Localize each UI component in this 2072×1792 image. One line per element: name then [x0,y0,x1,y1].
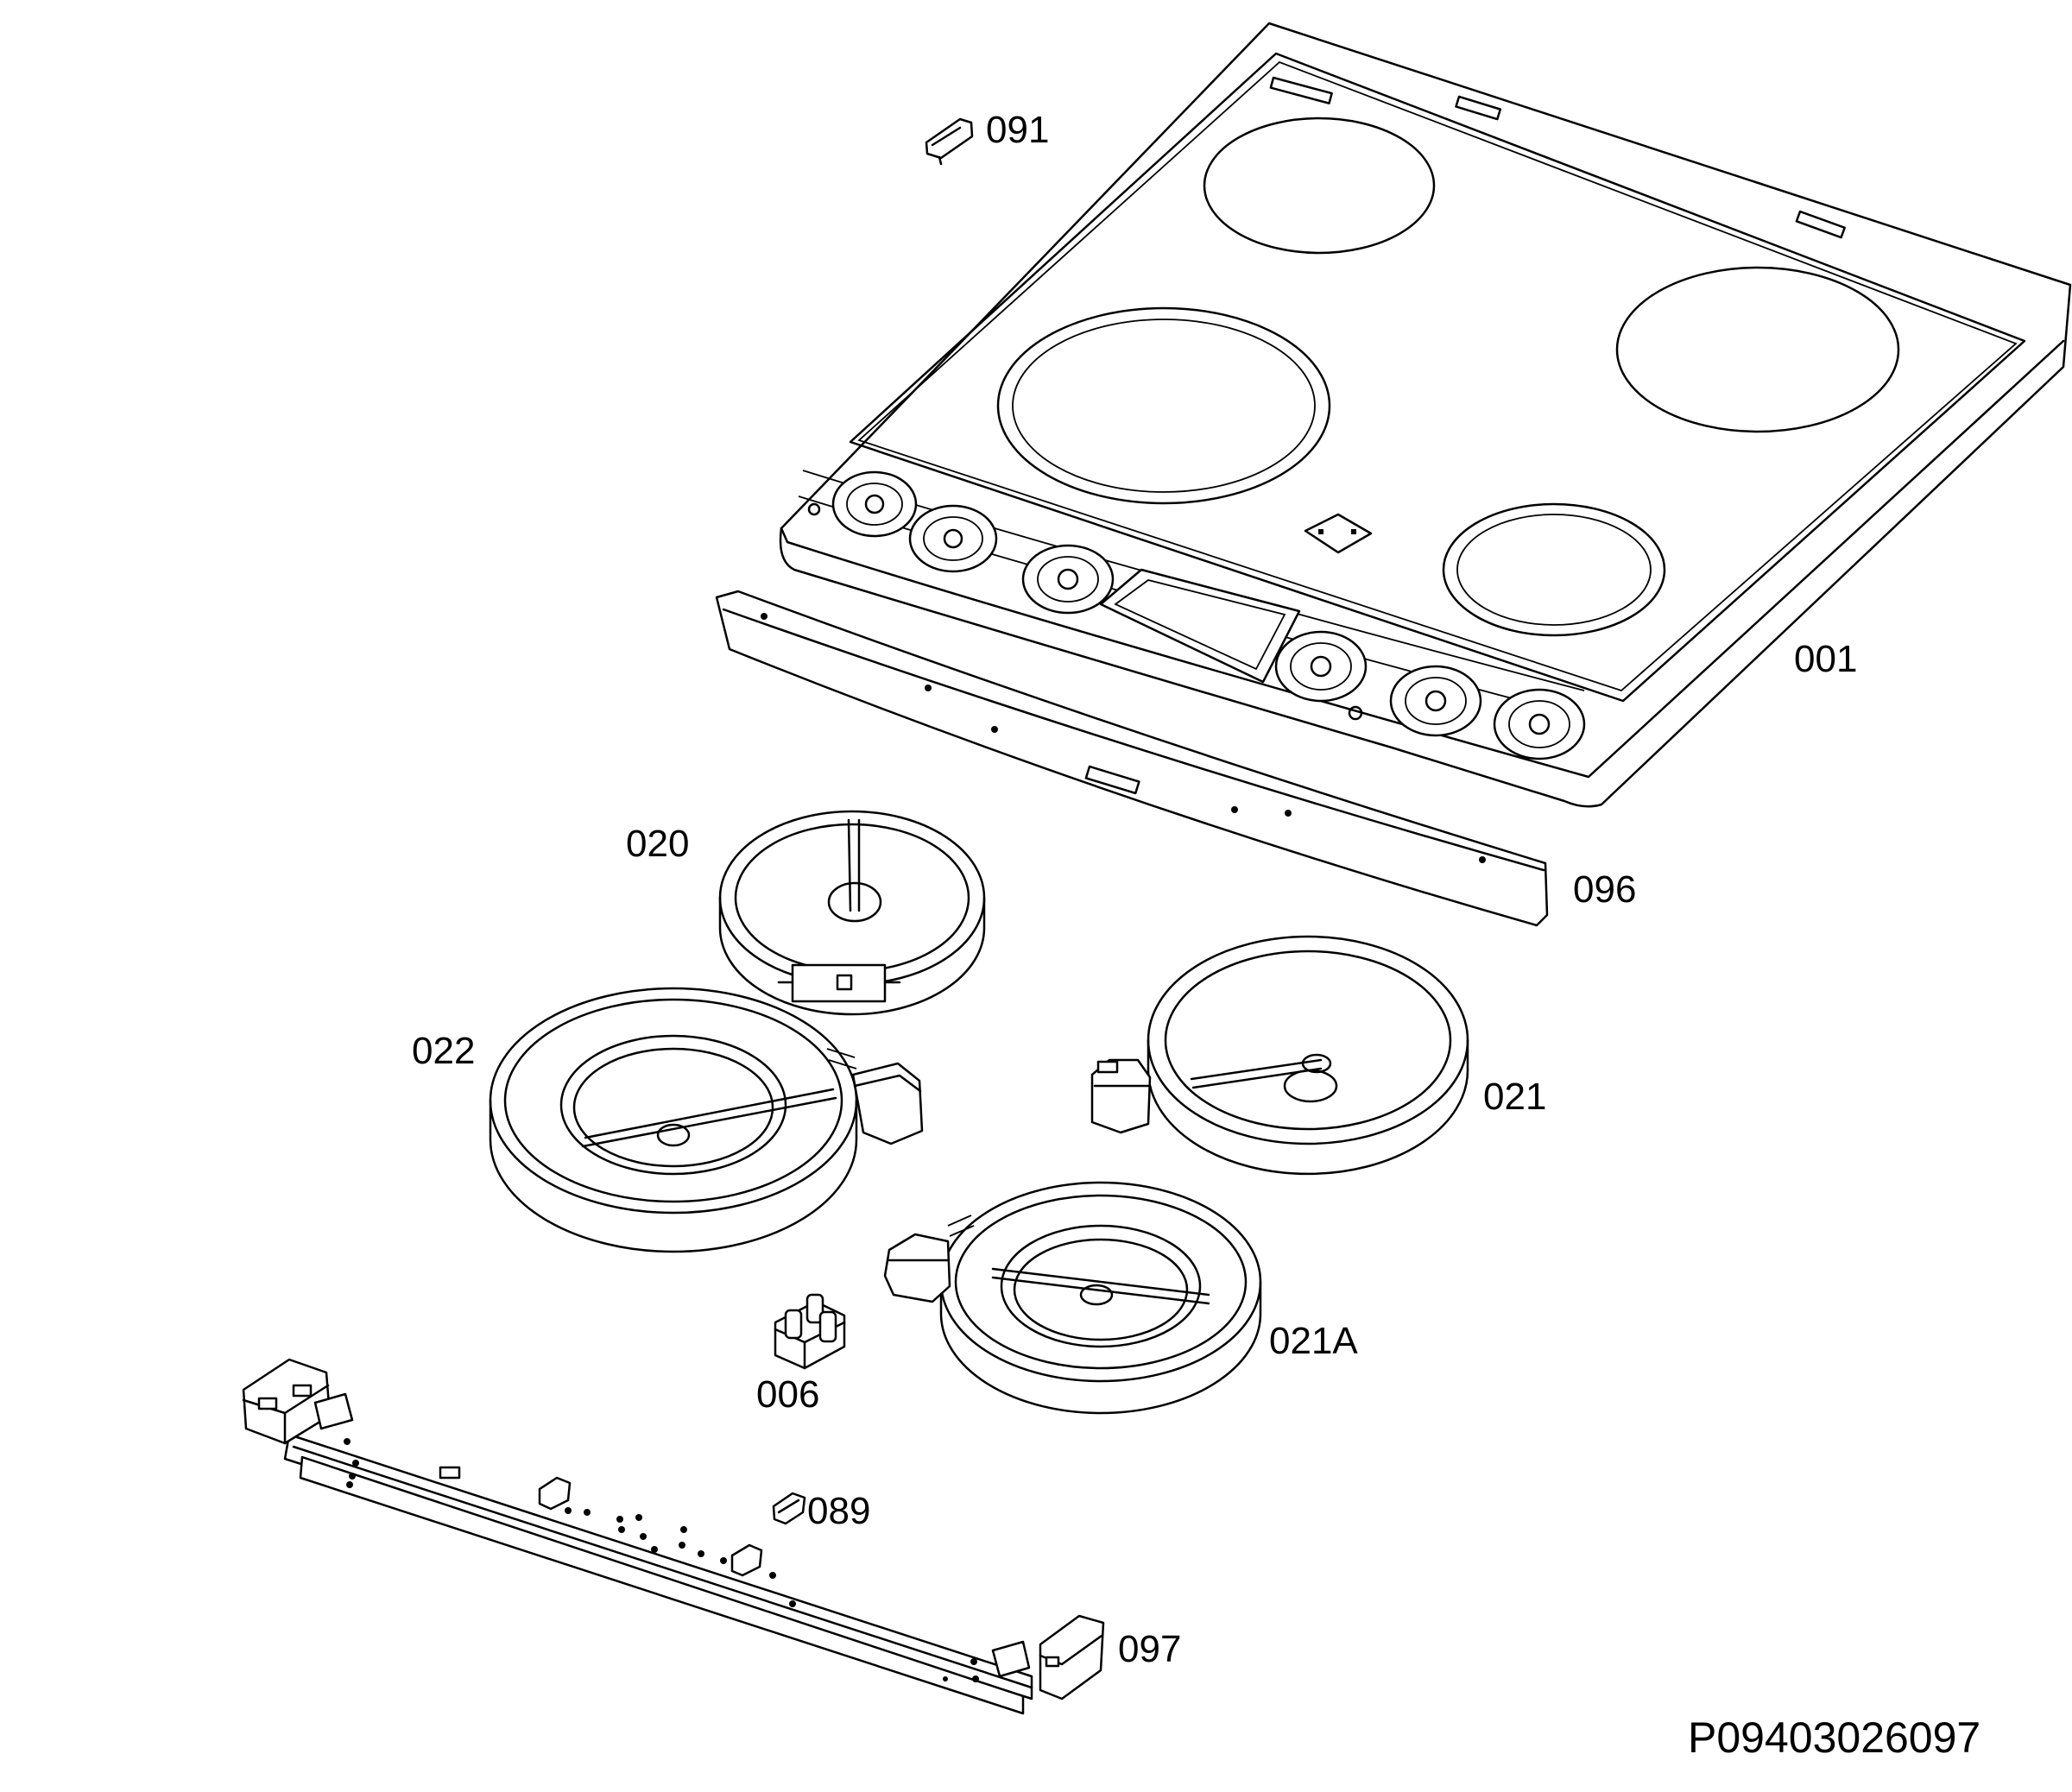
label-096: 096 [1573,868,1636,911]
knob-3 [1021,544,1115,615]
clip-089[interactable] [772,1492,806,1525]
knob-5 [1389,665,1482,737]
label-020: 020 [626,823,689,865]
hob-top-001[interactable] [779,22,2072,808]
knob-1 [831,470,918,538]
terminal-block-006[interactable] [774,1293,846,1370]
label-006: 006 [756,1373,819,1416]
label-001: 001 [1794,638,1857,680]
heating-element-020[interactable] [718,810,986,1016]
clip-091[interactable] [925,117,974,166]
knob-6 [1493,688,1586,760]
heating-element-021a[interactable] [883,1181,1262,1415]
heating-element-022[interactable] [489,987,924,1253]
heating-element-021[interactable] [1090,935,1469,1176]
mounting-rail-097[interactable] [242,1358,1105,1715]
front-trim-096[interactable] [715,590,1549,927]
drawing-code: P09403026097 [1688,1713,1980,1762]
label-097: 097 [1118,1628,1181,1670]
label-089: 089 [807,1490,870,1532]
label-022: 022 [412,1030,475,1072]
label-021: 021 [1483,1076,1546,1118]
knob-2 [908,504,998,573]
knob-4 [1274,630,1368,703]
label-091: 091 [986,109,1049,151]
label-021a: 021A [1269,1320,1358,1362]
